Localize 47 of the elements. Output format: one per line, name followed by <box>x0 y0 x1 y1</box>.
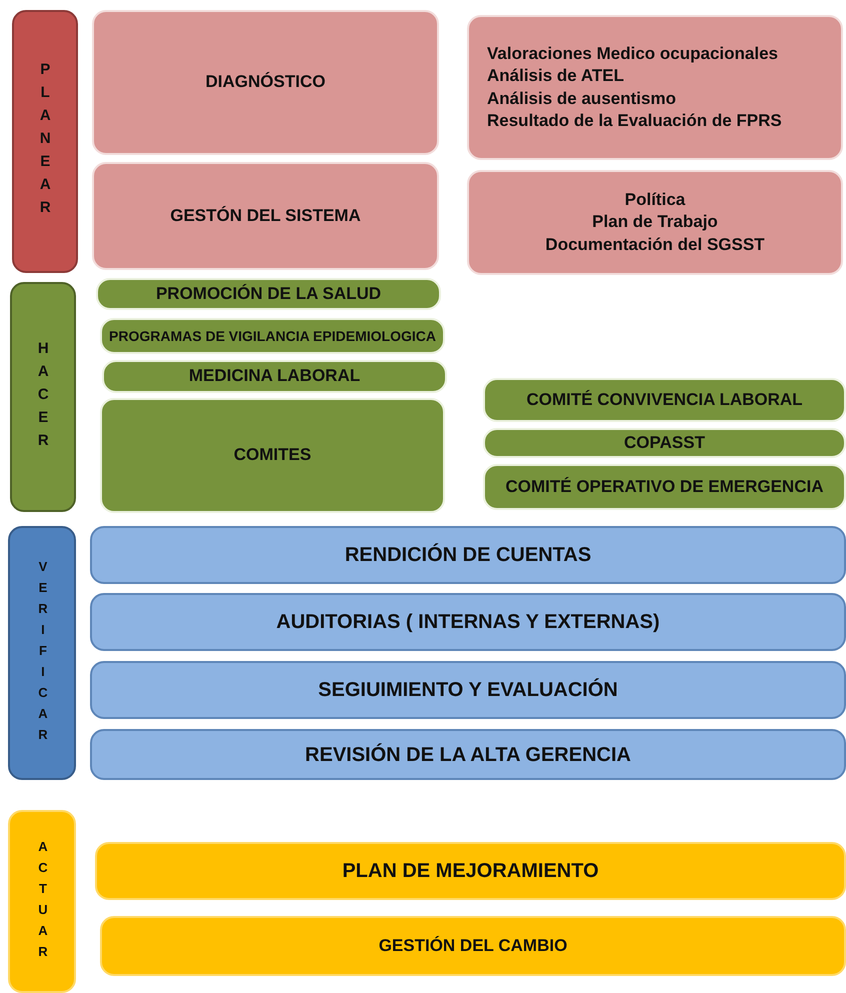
activity-label: SEGIUIMIENTO Y EVALUACIÓN <box>318 677 618 703</box>
activity-box <box>90 593 846 651</box>
activity-label: DIAGNÓSTICO <box>206 71 326 94</box>
activity-label: COMITÉ OPERATIVO DE EMERGENCIA <box>506 476 824 498</box>
activity-label: Política <box>624 189 686 212</box>
activity-label: Valoraciones Medico ocupacionales <box>487 43 778 66</box>
activity-label: PLAN DE MEJORAMIENTO <box>342 859 599 884</box>
activity-box <box>483 464 846 510</box>
activity-box <box>90 661 846 719</box>
activity-label: RENDICIÓN DE CUENTAS <box>344 542 592 568</box>
activity-box <box>483 428 846 458</box>
activity-box <box>100 916 846 976</box>
activity-label: REVISIÓN DE LA ALTA GERENCIA <box>305 742 631 768</box>
activity-label: COMITÉ CONVIVENCIA LABORAL <box>526 388 803 411</box>
phase-band <box>8 810 76 993</box>
phase-band <box>8 526 76 780</box>
activity-box <box>96 278 441 310</box>
activity-box <box>467 15 843 160</box>
phase-band <box>12 10 78 273</box>
activity-label: AUDITORIAS ( INTERNAS Y EXTERNAS) <box>276 610 660 635</box>
phase-label: ACTUAR <box>34 838 50 964</box>
activity-box <box>92 162 439 270</box>
activity-label: Documentación del SGSST <box>545 234 765 256</box>
activity-box <box>90 526 846 584</box>
phase-band <box>10 282 76 512</box>
activity-box <box>100 318 445 354</box>
activity-box <box>90 729 846 780</box>
activity-label: GESTÓN DEL SISTEMA <box>170 204 361 227</box>
activity-label: Resultado de la Evaluación de FPRS <box>487 110 782 132</box>
activity-label: GESTIÓN DEL CAMBIO <box>378 934 568 957</box>
activity-box <box>483 378 846 422</box>
activity-label: Análisis de ATEL <box>487 65 624 88</box>
activity-label: PROGRAMAS DE VIGILANCIA EPIDEMIOLOGICA <box>109 326 436 346</box>
activity-label: PROMOCIÓN DE LA SALUD <box>156 282 382 305</box>
activity-box <box>100 398 445 513</box>
activity-label: Plan de Trabajo <box>592 211 718 234</box>
activity-label: COPASST <box>624 432 705 454</box>
activity-box <box>92 10 439 155</box>
activity-label: COMITES <box>234 444 312 466</box>
phase-label: HACER <box>34 340 53 454</box>
activity-box <box>467 170 843 275</box>
phase-label: PLANEAR <box>36 61 55 222</box>
activity-box <box>95 842 846 900</box>
activity-label: MEDICINA LABORAL <box>188 365 360 388</box>
activity-box <box>102 360 447 393</box>
activity-label: Análisis de ausentismo <box>487 88 676 110</box>
phase-label: VERIFICAR <box>34 558 50 748</box>
